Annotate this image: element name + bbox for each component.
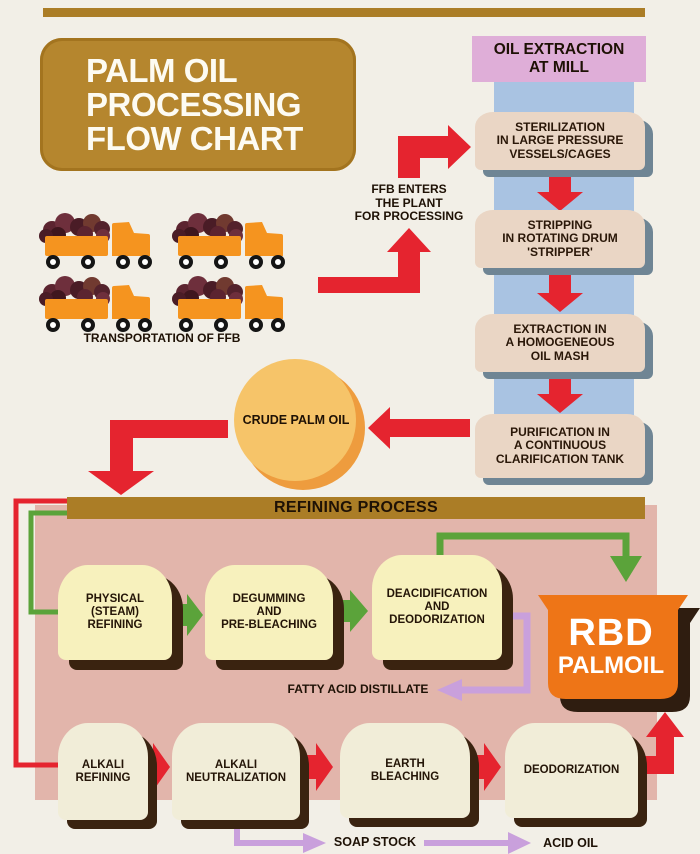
arrow-trucks-to-plant xyxy=(318,228,431,293)
crude-palm-oil-label: CRUDE PALM OIL xyxy=(242,413,350,427)
refining-process-title: REFINING PROCESS xyxy=(274,499,438,516)
step-label: DEODORIZATION xyxy=(523,764,620,776)
step-deacidification: DEACIDIFICATION AND DEODORIZATION xyxy=(372,555,502,660)
step-label: ALKALI NEUTRALIZATION xyxy=(185,758,287,784)
refining-process-header: REFINING PROCESS xyxy=(67,497,645,519)
rbd-tub xyxy=(538,595,688,699)
rbd-palmoil-shape xyxy=(538,595,700,712)
arrow-crude-to-refining xyxy=(88,420,228,495)
step-alkali-refining: ALKALI REFINING xyxy=(58,723,148,820)
step-purification: PURIFICATION IN A CONTINUOUS CLARIFICATI… xyxy=(475,414,645,478)
step-stripping: STRIPPING IN ROTATING DRUM 'STRIPPER' xyxy=(475,210,645,268)
chart-title-box: PALM OIL PROCESSING FLOW CHART xyxy=(40,38,356,171)
crude-oil-circle-shadow xyxy=(241,366,365,490)
step-deodorization: DEODORIZATION xyxy=(505,723,638,818)
arrow-purification-to-crude xyxy=(368,407,470,449)
ffb-truck xyxy=(39,276,152,332)
step-label: EARTH BLEACHING xyxy=(370,757,440,783)
step-sterilization: STERILIZATION IN LARGE PRESSURE VESSELS/… xyxy=(475,112,645,170)
step-label: EXTRACTION IN A HOMOGENEOUS OIL MASH xyxy=(505,321,615,363)
step-label: DEGUMMING AND PRE-BLEACHING xyxy=(221,593,317,631)
ffb-truck xyxy=(172,276,285,332)
step-extraction: EXTRACTION IN A HOMOGENEOUS OIL MASH xyxy=(475,314,645,372)
chart-title: PALM OIL PROCESSING FLOW CHART xyxy=(86,51,303,157)
arrowhead-acidoil xyxy=(508,832,531,854)
step-label: PURIFICATION IN A CONTINUOUS CLARIFICATI… xyxy=(495,424,625,466)
ffb-enters-note: FFB ENTERS THE PLANT FOR PROCESSING xyxy=(354,182,464,223)
transportation-label: TRANSPORTATION OF FFB xyxy=(83,331,241,345)
step-alkali-neutralization: ALKALI NEUTRALIZATION xyxy=(172,723,300,820)
step-degumming: DEGUMMING AND PRE-BLEACHING xyxy=(205,565,333,660)
ffb-truck xyxy=(172,213,285,269)
fatty-acid-distillate-label: FATTY ACID DISTILLATE xyxy=(287,682,429,696)
mill-section-title: OIL EXTRACTION AT MILL xyxy=(493,41,625,76)
mill-section-header: OIL EXTRACTION AT MILL xyxy=(472,36,646,82)
step-label: PHYSICAL (STEAM) REFINING xyxy=(85,593,145,631)
arrowhead-soapstock xyxy=(303,833,326,853)
step-earth-bleaching: EARTH BLEACHING xyxy=(340,723,470,818)
soap-stock-label: SOAP STOCK xyxy=(333,835,417,849)
ffb-truck xyxy=(39,213,152,269)
step-label: ALKALI REFINING xyxy=(75,758,131,784)
step-physical-refining: PHYSICAL (STEAM) REFINING xyxy=(58,565,172,660)
arrow-plant-to-sterilization xyxy=(398,125,471,178)
rbd-line1: RBD xyxy=(568,612,654,654)
line-neutralization-to-soapstock xyxy=(234,818,303,846)
rbd-palmoil-label: RBD PALMOIL xyxy=(545,613,677,679)
step-label: STRIPPING IN ROTATING DRUM 'STRIPPER' xyxy=(502,217,618,259)
step-label: DEACIDIFICATION AND DEODORIZATION xyxy=(386,588,488,626)
rbd-line2: PALMOIL xyxy=(557,652,665,679)
top-gold-bar xyxy=(43,8,645,17)
step-label: STERILIZATION IN LARGE PRESSURE VESSELS/… xyxy=(496,119,624,161)
acid-oil-label: ACID OIL xyxy=(543,836,598,850)
